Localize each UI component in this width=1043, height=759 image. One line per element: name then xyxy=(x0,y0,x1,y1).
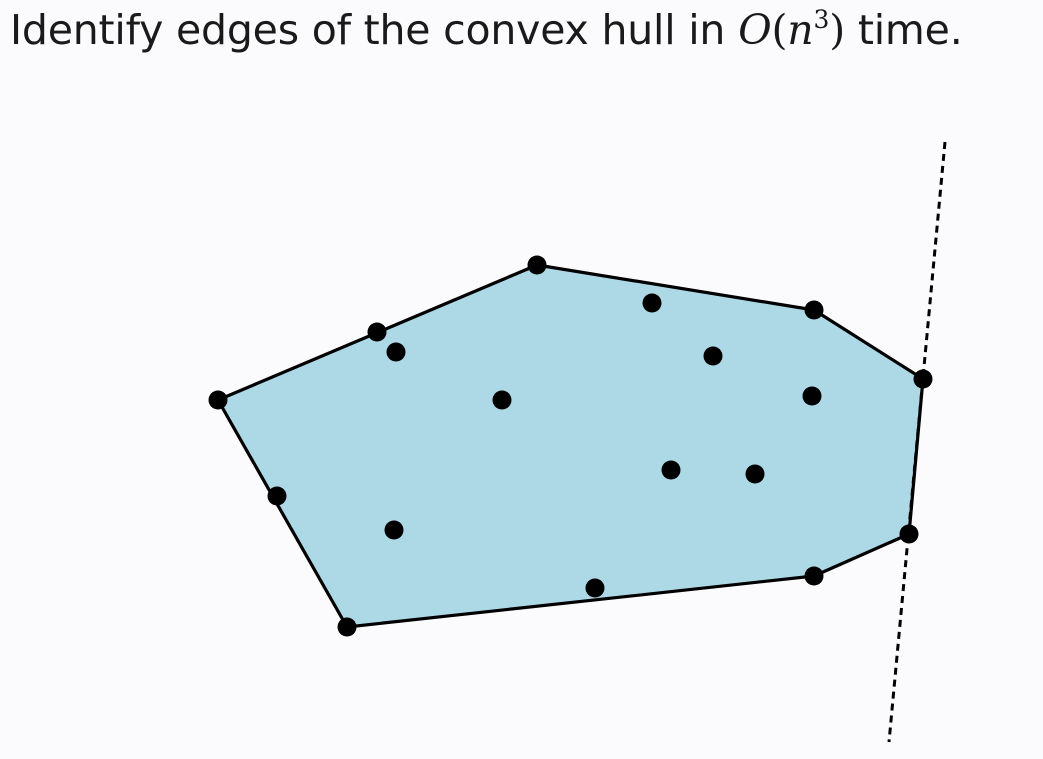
point-17 xyxy=(745,464,765,484)
point-13 xyxy=(703,346,723,366)
point-8 xyxy=(585,578,605,598)
math-exponent: 3 xyxy=(813,5,830,34)
point-11 xyxy=(642,293,662,313)
point-18 xyxy=(384,520,404,540)
slide-title: Identify edges of the convex hull in O(n… xyxy=(10,6,963,54)
point-16 xyxy=(661,460,681,480)
point-set xyxy=(208,255,933,637)
point-3 xyxy=(527,255,547,275)
math-variable: n xyxy=(787,6,814,54)
math-open-paren: ( xyxy=(771,6,788,54)
point-2 xyxy=(367,322,387,342)
point-10 xyxy=(267,486,287,506)
title-suffix: time. xyxy=(857,6,963,54)
math-symbol: O xyxy=(738,6,772,54)
point-14 xyxy=(492,390,512,410)
title-math: O(n3) xyxy=(738,6,845,54)
title-text: Identify edges of the convex hull in xyxy=(10,6,726,54)
point-9 xyxy=(337,617,357,637)
point-15 xyxy=(802,386,822,406)
supporting-dashed-line xyxy=(887,141,947,743)
point-1 xyxy=(208,390,228,410)
point-4 xyxy=(804,300,824,320)
point-5 xyxy=(913,369,933,389)
point-7 xyxy=(804,566,824,586)
math-close-paren: ) xyxy=(829,6,846,54)
point-12 xyxy=(386,342,406,362)
point-6 xyxy=(899,524,919,544)
